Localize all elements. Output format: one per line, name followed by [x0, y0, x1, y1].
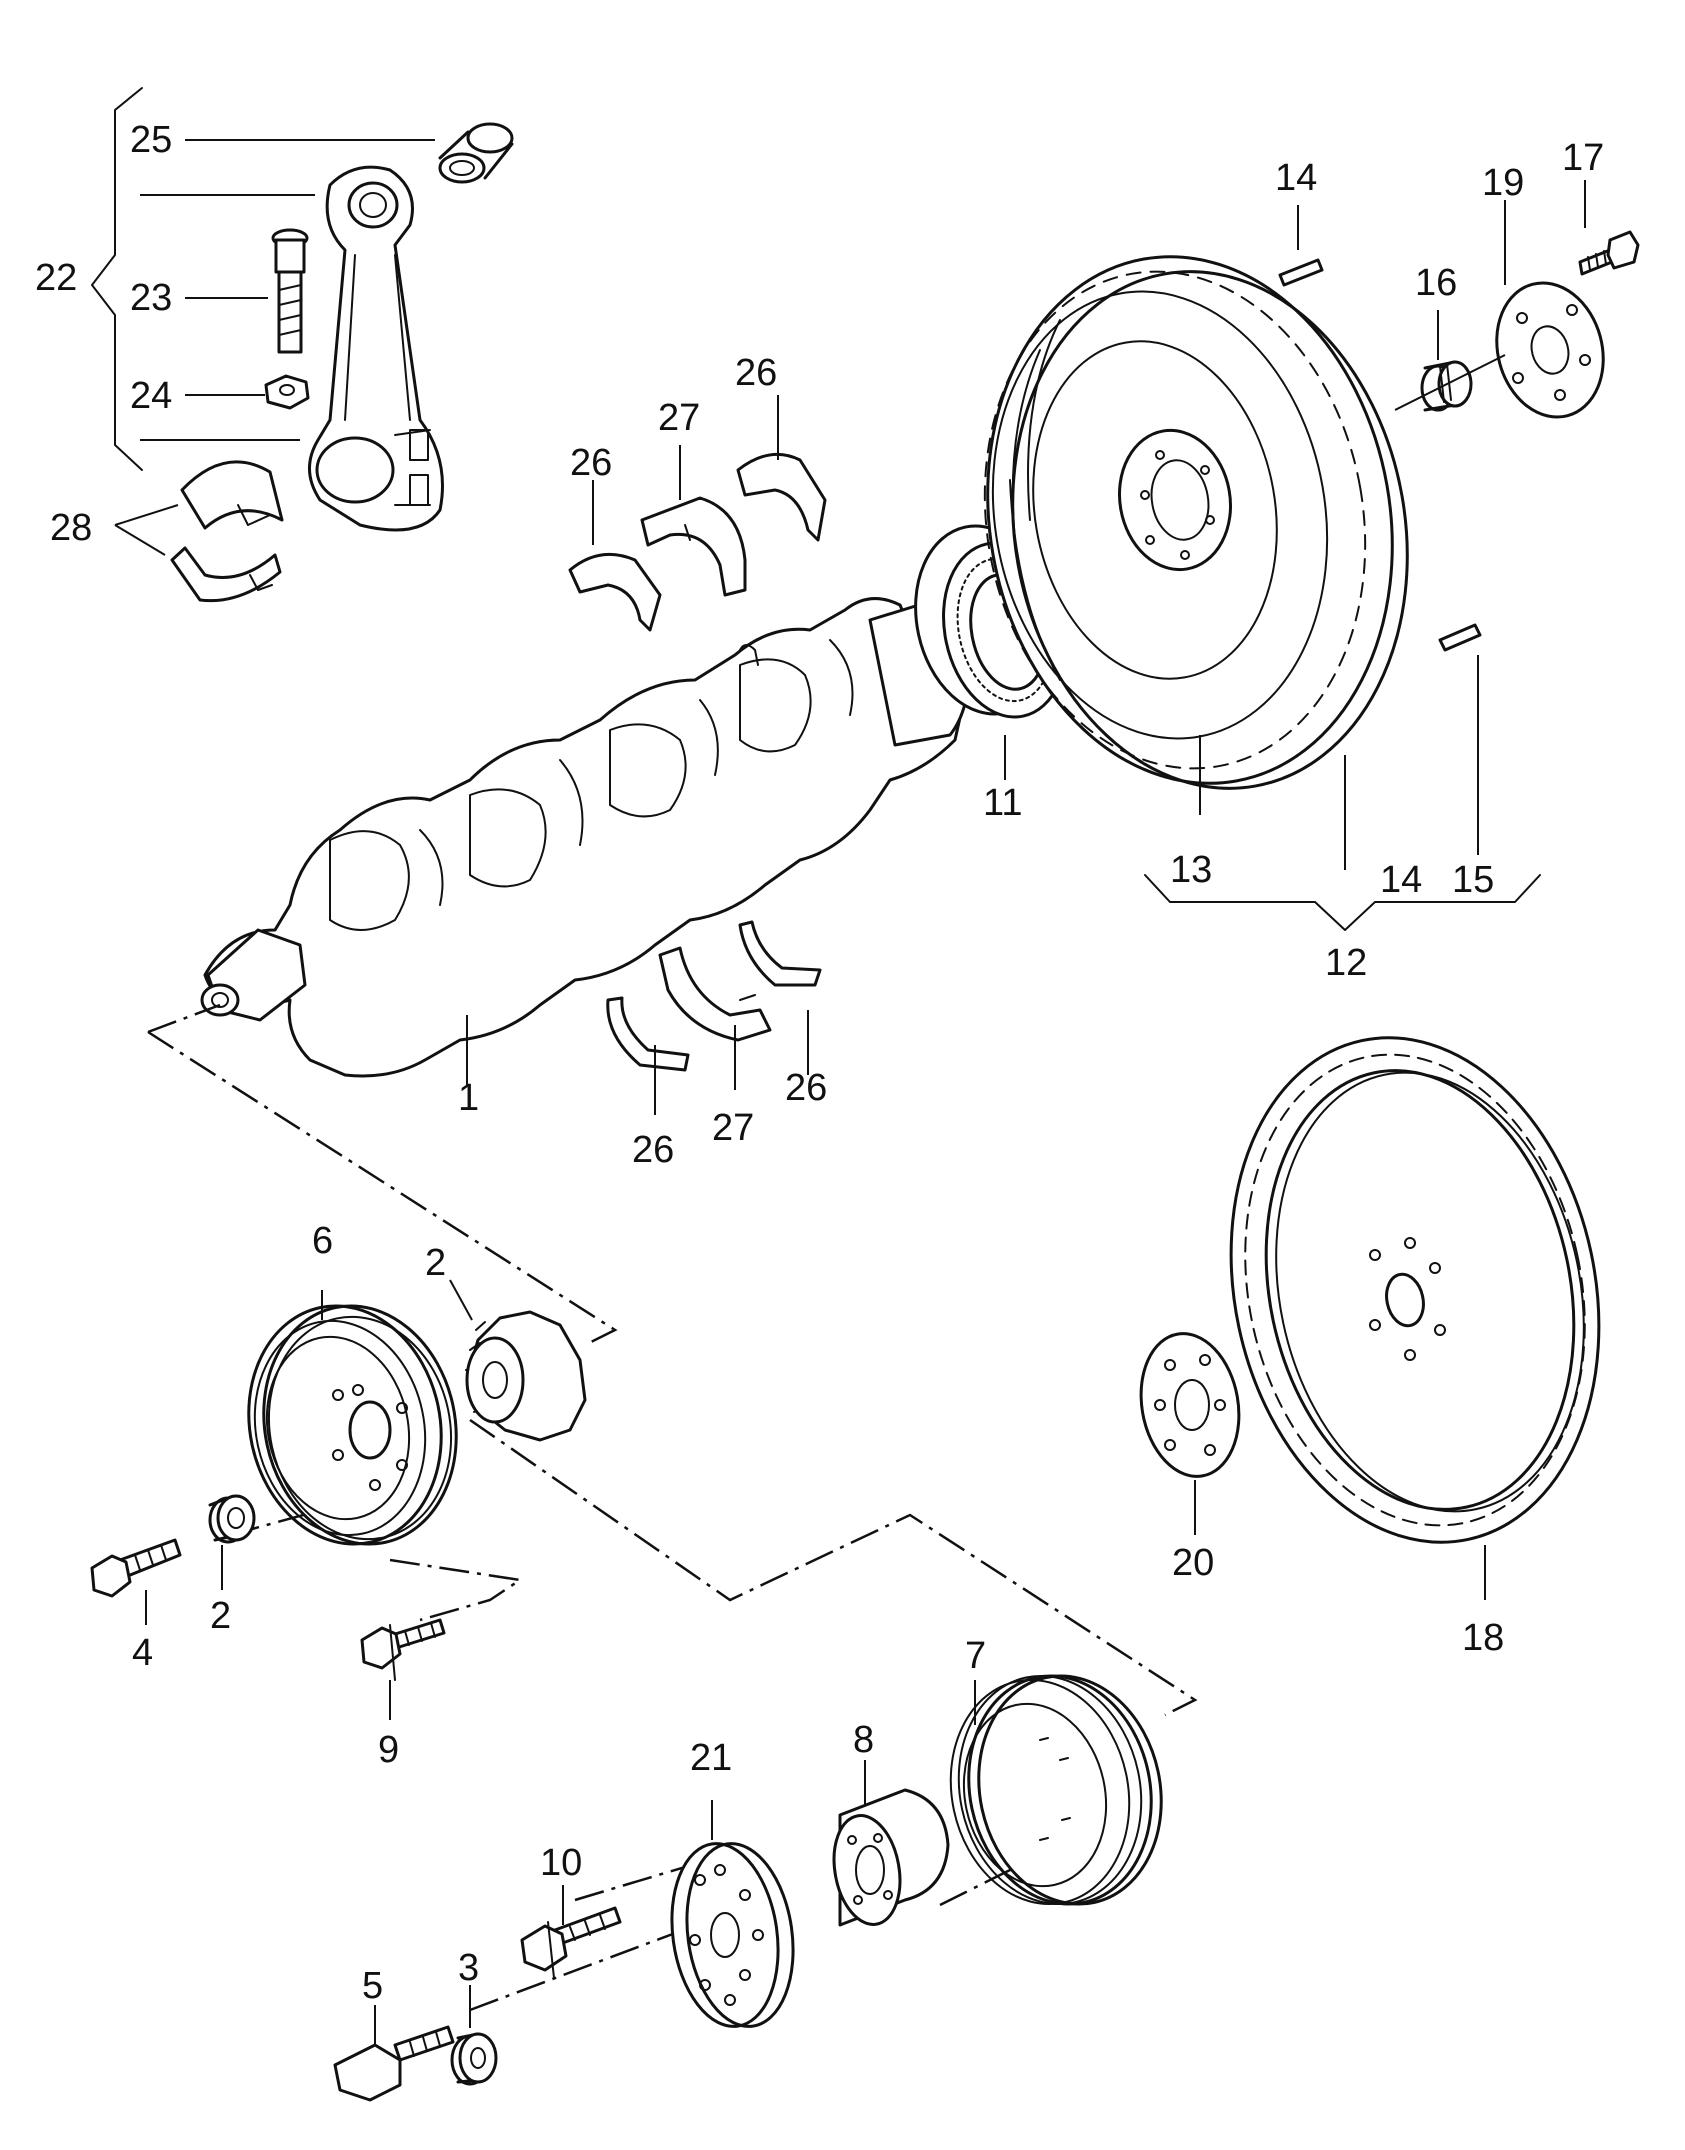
callout-23: 23 [130, 277, 172, 319]
main-bearing-lower-group [606, 920, 822, 1115]
conrod-bolt-part [271, 228, 309, 354]
callout-24: 24 [130, 375, 172, 417]
bolt-9-part [360, 1618, 446, 1720]
callout-11: 11 [983, 782, 1022, 824]
callout-25: 25 [130, 119, 172, 161]
callout-6: 6 [312, 1220, 333, 1262]
crank-sprocket-hub-part [449, 1279, 587, 1442]
callout-7: 7 [965, 1635, 986, 1677]
callout-26-upper-right: 26 [735, 352, 777, 394]
callout-15: 15 [1452, 859, 1494, 901]
vibration-damper-part [247, 1290, 458, 1546]
needle-bearing-part [1420, 310, 1473, 412]
callout-22: 22 [35, 257, 77, 299]
callout-1: 1 [458, 1077, 479, 1119]
connecting-rod-part [308, 165, 444, 532]
callout-14-bottom: 14 [1380, 859, 1422, 901]
pulley-hub-part [832, 1760, 950, 1927]
intermediate-plate-part [1139, 1332, 1241, 1535]
nut-part [264, 374, 310, 410]
callout-5: 5 [362, 1965, 383, 2007]
callout-19: 19 [1482, 162, 1524, 204]
callout-17: 17 [1562, 137, 1604, 179]
bracket-22 [91, 87, 143, 471]
ring-gear-flywheel-part [1229, 1036, 1601, 1600]
damper-washer-part [208, 1494, 256, 1590]
conrod-bearing-shells-part [170, 460, 284, 603]
callout-27-upper: 27 [658, 397, 700, 439]
crankshaft-part [200, 597, 973, 1085]
pulley-plate-part [670, 1800, 795, 2028]
bracket-12 [1144, 874, 1541, 931]
flywheel-part [983, 255, 1409, 870]
drive-plate-part [1394, 200, 1605, 419]
callout-28: 28 [50, 507, 92, 549]
main-bearing-upper-group [568, 395, 827, 632]
callout-16: 16 [1415, 262, 1457, 304]
bolt-10-part [520, 1885, 622, 1979]
callout-2-hub: 2 [425, 1242, 446, 1284]
assembly-lines [147, 1003, 1198, 2012]
callout-27-lower: 27 [712, 1107, 754, 1149]
callout-4: 4 [132, 1632, 153, 1674]
callout-21: 21 [690, 1737, 732, 1779]
callout-3: 3 [458, 1947, 479, 1989]
callout-26-lower-left: 26 [632, 1129, 674, 1171]
callout-10: 10 [540, 1842, 582, 1884]
callout-12-group: 12 [1325, 942, 1367, 984]
connecting-rod-group [91, 87, 514, 603]
callout-14-top: 14 [1275, 157, 1317, 199]
washer-3-part [450, 1985, 498, 2086]
callout-labels: 1 2 2 3 4 5 6 7 8 9 10 11 12 12 13 14 14… [35, 119, 1604, 2007]
callout-20: 20 [1172, 1542, 1214, 1584]
belt-pulley-part [949, 1674, 1163, 1906]
callout-18: 18 [1462, 1617, 1504, 1659]
damper-bolt-part [90, 1538, 182, 1625]
bolt-5-part [333, 2005, 455, 2102]
bushing-part [438, 122, 514, 184]
dowel-pins-part [1278, 205, 1482, 855]
bolt-17-part [1578, 180, 1640, 276]
callout-13: 13 [1170, 849, 1212, 891]
callout-26-lower-right: 26 [785, 1067, 827, 1109]
callout-26-upper-left: 26 [570, 442, 612, 484]
callout-2-washer: 2 [210, 1595, 231, 1637]
callout-8: 8 [853, 1719, 874, 1761]
callout-9: 9 [378, 1729, 399, 1771]
